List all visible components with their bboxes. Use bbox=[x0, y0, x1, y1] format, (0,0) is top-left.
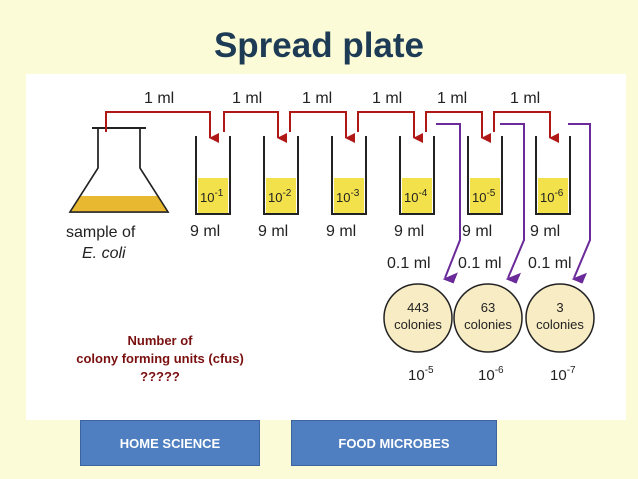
plating-arrows bbox=[436, 123, 591, 284]
tube-volume-label: 9 ml bbox=[462, 223, 492, 240]
tube-dilution-label: 10-3 bbox=[336, 188, 360, 205]
tube-dilution-label: 10-4 bbox=[404, 188, 428, 205]
petri-plate-3: 3 colonies 10-7 bbox=[525, 283, 595, 384]
plate-volume-3: 0.1 ml bbox=[528, 255, 572, 272]
flask-icon bbox=[68, 127, 170, 213]
tube-dilution-label: 10-6 bbox=[540, 188, 564, 205]
plate-volume-1: 0.1 ml bbox=[387, 255, 431, 272]
tube-outline bbox=[467, 136, 503, 215]
tube-liquid bbox=[198, 178, 228, 214]
transfer-label-4: 1 ml bbox=[372, 90, 402, 107]
colony-unit: colonies bbox=[536, 317, 584, 332]
transfer-label-6: 1 ml bbox=[510, 90, 540, 107]
tube-5: 10-5 9 ml bbox=[462, 136, 503, 240]
cfu-note: Number of colony forming units (cfus) ??… bbox=[30, 332, 290, 386]
tube-3: 10-3 9 ml bbox=[326, 136, 367, 240]
colony-count: 3 bbox=[556, 300, 563, 315]
tube-outline bbox=[535, 136, 571, 215]
transfer-label-3: 1 ml bbox=[302, 90, 332, 107]
home-science-button[interactable]: HOME SCIENCE bbox=[80, 420, 260, 466]
page-title: Spread plate bbox=[213, 26, 425, 65]
colony-count: 443 bbox=[407, 300, 429, 315]
tube-liquid bbox=[334, 178, 364, 214]
tube-liquid bbox=[538, 178, 568, 214]
colony-unit: colonies bbox=[394, 317, 442, 332]
transfer-arrows bbox=[105, 111, 559, 143]
colony-unit: colonies bbox=[464, 317, 512, 332]
plate-volume-2: 0.1 ml bbox=[458, 255, 502, 272]
tube-liquid bbox=[402, 178, 432, 214]
cfu-note-line1: Number of bbox=[127, 333, 193, 348]
tube-volume-label: 9 ml bbox=[326, 223, 356, 240]
plate-dilution-label: 10-7 bbox=[550, 365, 576, 384]
flask-label-line1: sample of bbox=[66, 224, 136, 241]
cfu-note-line3: ????? bbox=[140, 369, 180, 384]
plate-dilution-label: 10-5 bbox=[408, 365, 434, 384]
transfer-label-1: 1 ml bbox=[144, 90, 174, 107]
tube-volume-label: 9 ml bbox=[190, 223, 220, 240]
plate-group: 443 colonies 10-5 63 colonies 10-6 3 colonies 10… bbox=[383, 283, 595, 384]
petri-plate-1: 443 colonies 10-5 bbox=[383, 283, 453, 384]
tube-dilution-label: 10-1 bbox=[200, 188, 224, 205]
tube-4: 10-4 9 ml bbox=[394, 136, 435, 240]
plate-dilution-label: 10-6 bbox=[478, 365, 504, 384]
flask-label-line2: E. coli bbox=[82, 245, 126, 262]
tube-volume-label: 9 ml bbox=[394, 223, 424, 240]
transfer-label-2: 1 ml bbox=[232, 90, 262, 107]
petri-dish-icon bbox=[383, 283, 453, 353]
tube-6: 10-6 9 ml bbox=[530, 136, 571, 240]
tube-group: 10-1 9 ml 10-2 9 ml 10-3 9 ml 10-4 9 ml 10-5 9 ml… bbox=[190, 136, 571, 240]
tube-liquid bbox=[470, 178, 500, 214]
tube-outline bbox=[331, 136, 367, 215]
tube-liquid bbox=[266, 178, 296, 214]
petri-dish-icon bbox=[525, 283, 595, 353]
tube-volume-label: 9 ml bbox=[530, 223, 560, 240]
tube-outline bbox=[195, 136, 231, 215]
tube-2: 10-2 9 ml bbox=[258, 136, 299, 240]
tube-1: 10-1 9 ml bbox=[190, 136, 231, 240]
tube-volume-label: 9 ml bbox=[258, 223, 288, 240]
tube-outline bbox=[399, 136, 435, 215]
petri-plate-2: 63 colonies 10-6 bbox=[453, 283, 523, 384]
cfu-note-line2: colony forming units (cfus) bbox=[76, 351, 244, 366]
tube-dilution-label: 10-5 bbox=[472, 188, 496, 205]
petri-dish-icon bbox=[453, 283, 523, 353]
colony-count: 63 bbox=[481, 300, 495, 315]
tube-dilution-label: 10-2 bbox=[268, 188, 292, 205]
tube-outline bbox=[263, 136, 299, 215]
transfer-label-5: 1 ml bbox=[437, 90, 467, 107]
food-microbes-button[interactable]: FOOD MICROBES bbox=[291, 420, 497, 466]
